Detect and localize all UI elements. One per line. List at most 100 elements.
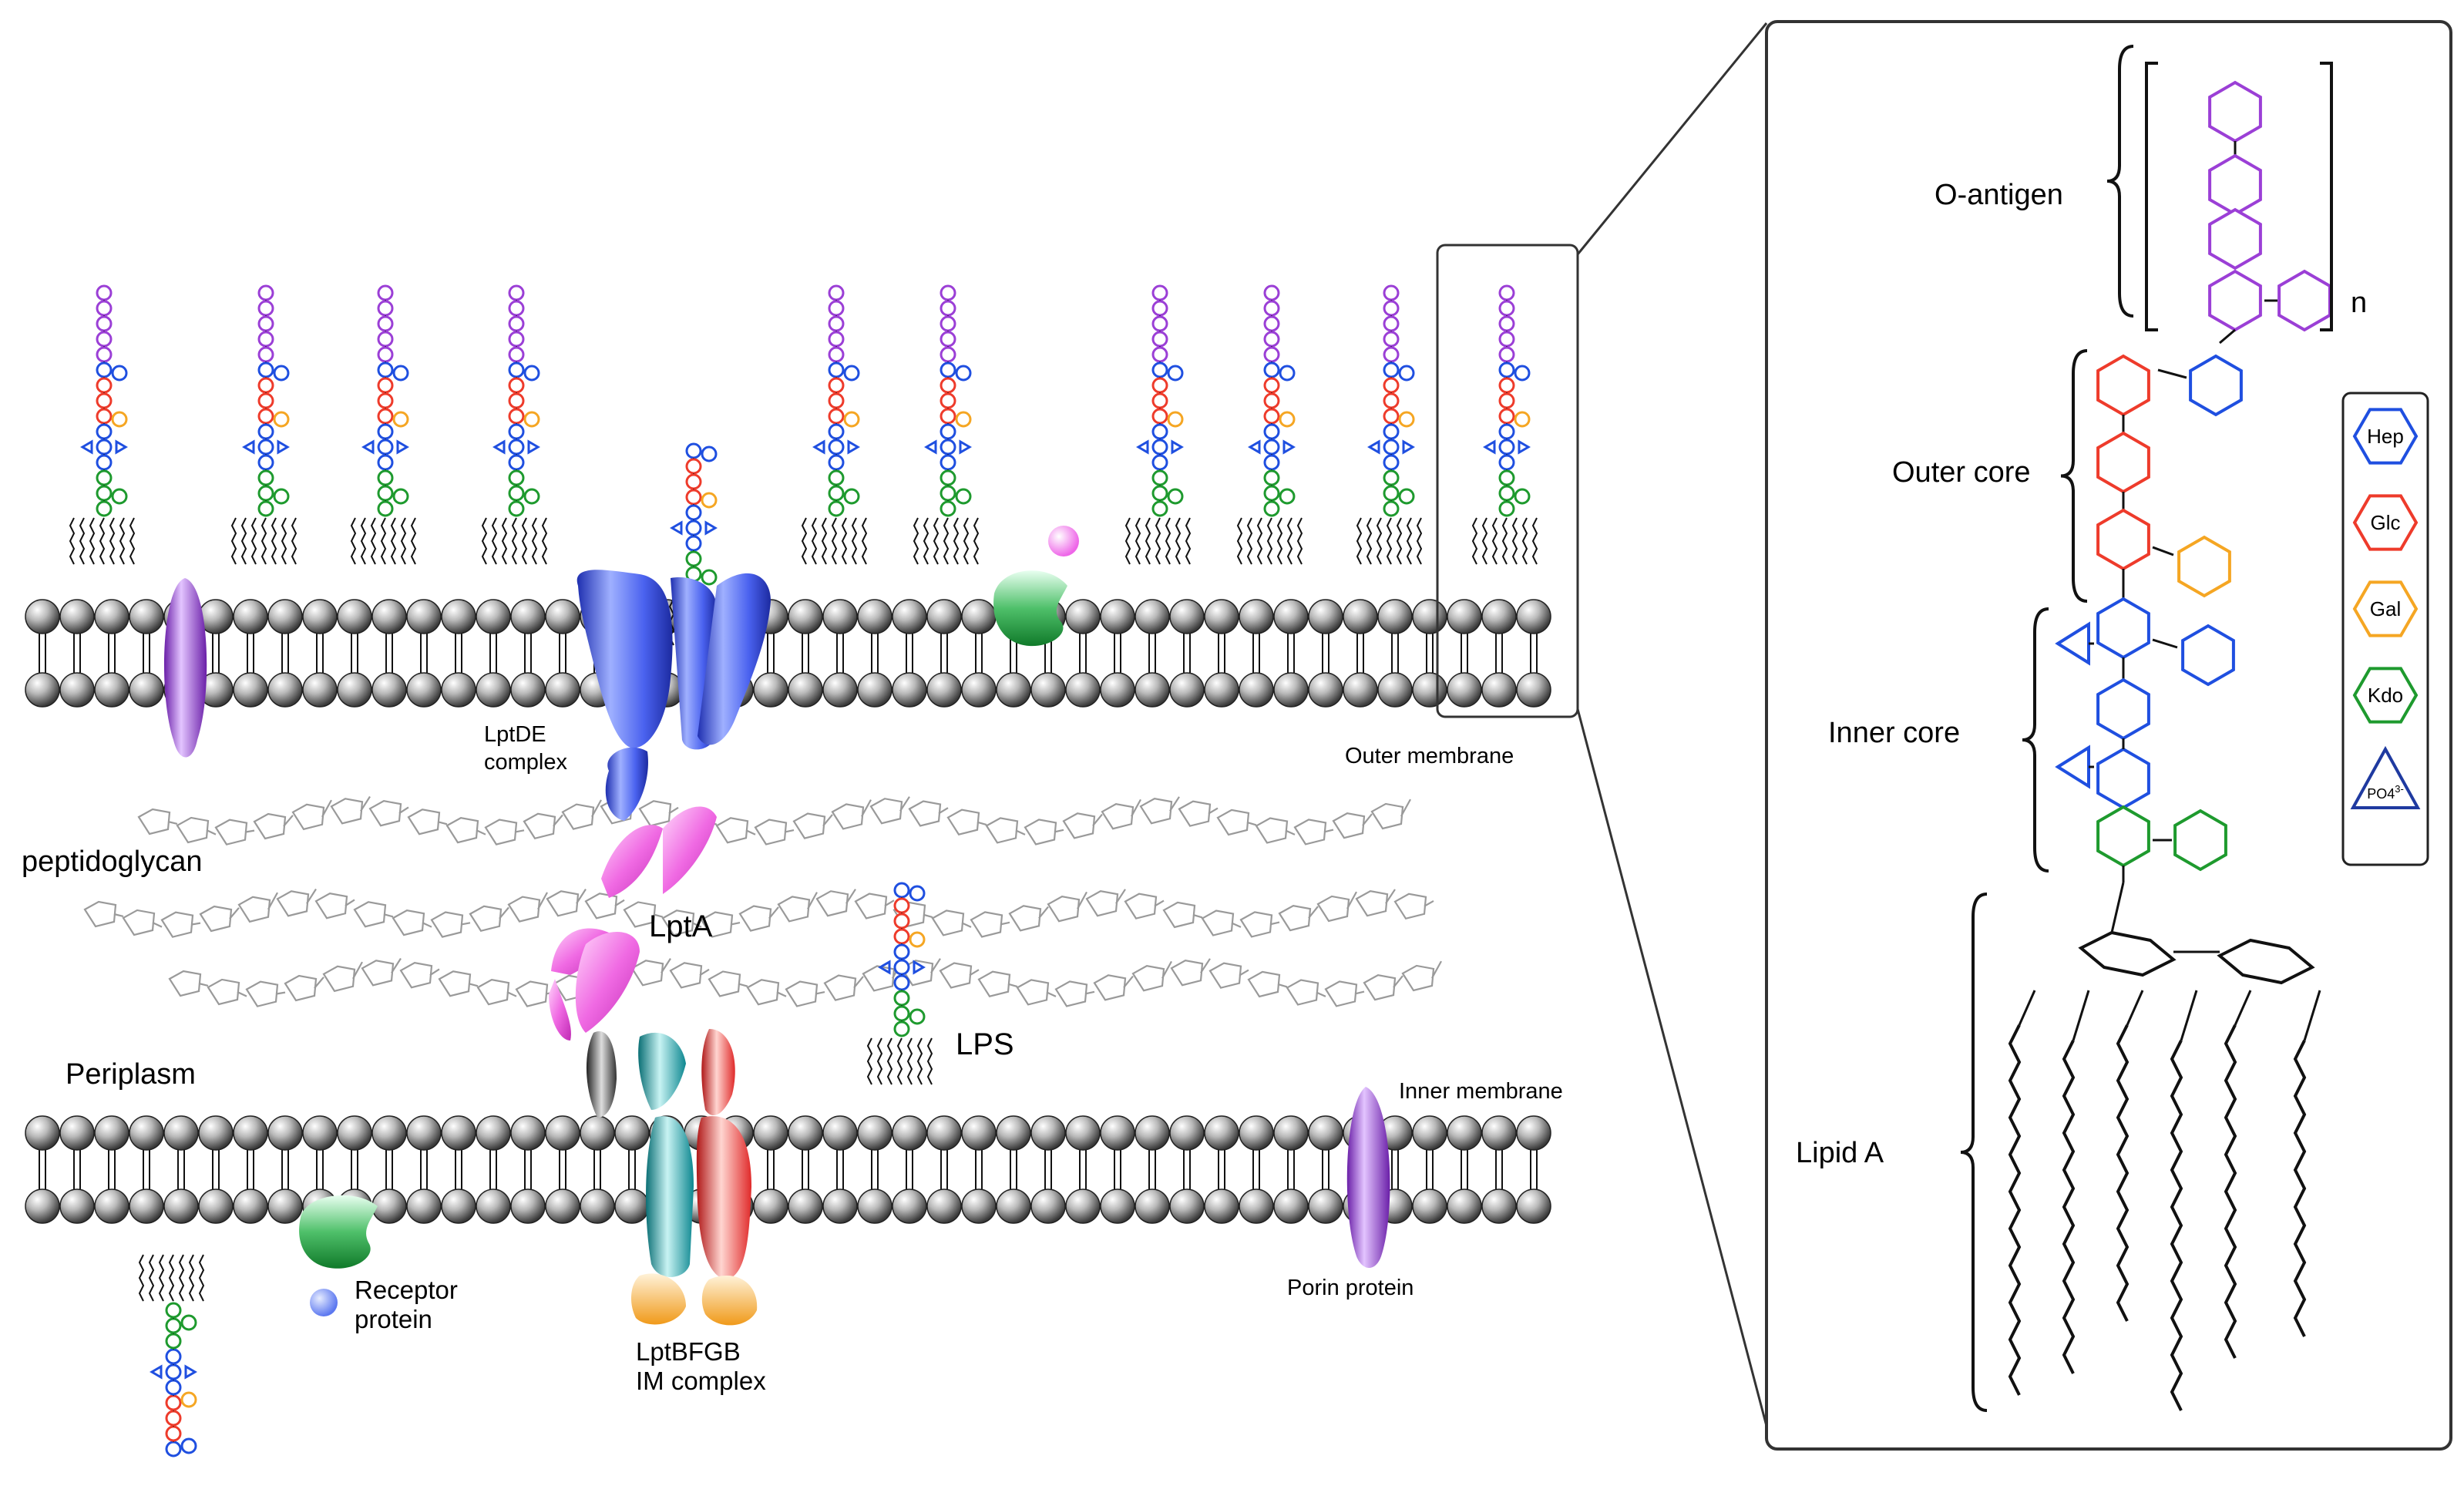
phosphate xyxy=(878,960,891,975)
lipid-head xyxy=(614,1115,650,1151)
phosphate xyxy=(115,439,128,455)
branch-sugar xyxy=(111,411,128,428)
lipid-head xyxy=(510,1115,546,1151)
lps-molecule xyxy=(801,284,868,565)
lipid-head xyxy=(441,1188,476,1224)
lps-molecule xyxy=(138,1254,205,1457)
glc-sugar xyxy=(893,913,910,930)
lipid-head xyxy=(1030,1115,1066,1151)
lipid-head xyxy=(129,1188,164,1224)
phosphate xyxy=(913,960,926,975)
pg-unit xyxy=(1239,911,1273,938)
pg-unit xyxy=(253,812,287,840)
o-sugar xyxy=(257,300,274,317)
pg-unit xyxy=(746,979,780,1006)
lipid-head xyxy=(926,672,962,708)
lipid-head xyxy=(545,1188,580,1224)
o-sugar xyxy=(940,346,956,363)
o-sugar xyxy=(96,346,113,363)
branch-sugar xyxy=(1514,488,1531,505)
phosphate xyxy=(277,439,290,455)
lipid-head xyxy=(857,672,892,708)
branch-sugar xyxy=(273,411,290,428)
pg-unit xyxy=(1008,905,1042,932)
brace xyxy=(2022,607,2049,872)
kdo-sugar xyxy=(1383,500,1400,517)
phosphate xyxy=(184,1364,197,1380)
glc-sugar xyxy=(1498,377,1515,394)
lipid-head xyxy=(1412,1188,1447,1224)
pg-unit xyxy=(1054,980,1088,1007)
o-sugar xyxy=(1383,284,1400,301)
branch-sugar xyxy=(843,365,860,382)
label-outer-membrane: Outer membrane xyxy=(1345,744,1514,768)
pg-unit xyxy=(137,808,171,835)
o-sugar xyxy=(1263,315,1280,332)
pg-unit xyxy=(715,817,749,844)
lipid-head xyxy=(1135,672,1170,708)
lipid-head xyxy=(476,599,511,634)
hep-sugar xyxy=(1383,439,1400,456)
acyl-chain xyxy=(2008,1024,2022,1396)
pg-unit xyxy=(946,809,980,835)
pg-unit xyxy=(854,893,888,920)
pg-unit xyxy=(1093,974,1127,1001)
label-inner-membrane: Inner membrane xyxy=(1399,1079,1563,1104)
lipid-head xyxy=(961,1115,997,1151)
hep-sugar xyxy=(257,454,274,471)
kdo-sugar xyxy=(1151,485,1168,502)
kdo-sugar xyxy=(96,500,113,517)
kdo-sugar xyxy=(1498,485,1515,502)
o-sugar xyxy=(828,331,845,348)
label-porin-protein: Porin protein xyxy=(1287,1276,1414,1300)
hep-sugar xyxy=(828,423,845,440)
branch-sugar xyxy=(843,411,860,428)
lipid-head xyxy=(1204,1115,1239,1151)
hep-sugar xyxy=(377,454,394,471)
hep-sugar xyxy=(685,442,702,459)
branch-sugar xyxy=(1398,365,1415,382)
lipid-head xyxy=(1516,1115,1551,1151)
lipid-head xyxy=(406,599,442,634)
hep-sugar xyxy=(2096,677,2150,741)
lipid-head xyxy=(337,599,372,634)
lps-molecule xyxy=(1471,284,1538,565)
branch-sugar xyxy=(955,411,972,428)
lipid-head xyxy=(406,1188,442,1224)
lipid-head xyxy=(1516,1188,1551,1224)
kdo-sugar xyxy=(828,485,845,502)
lipid-head xyxy=(1516,599,1551,634)
pg-unit xyxy=(1324,980,1358,1007)
hep-sugar xyxy=(2189,354,2243,417)
pg-unit xyxy=(823,974,857,1001)
lipid-head xyxy=(1204,672,1239,708)
glc-sugar xyxy=(685,473,702,490)
phosphate xyxy=(924,439,937,455)
pg-unit xyxy=(1085,890,1119,917)
porin-protein-inner xyxy=(1346,1087,1390,1268)
lipid-head xyxy=(406,1115,442,1151)
lps-molecule xyxy=(1356,284,1423,565)
brace xyxy=(2106,45,2134,318)
o-antigen-sugar xyxy=(2208,153,2262,217)
lps-molecule xyxy=(913,284,980,565)
phosphate xyxy=(361,439,375,455)
o-sugar xyxy=(1498,346,1515,363)
phosphate xyxy=(150,1364,163,1380)
hep-sugar xyxy=(508,439,525,456)
o-sugar xyxy=(828,315,845,332)
kdo-sugar xyxy=(508,469,525,486)
lipid-head xyxy=(129,1115,164,1151)
hep-sugar xyxy=(1263,423,1280,440)
phosphate xyxy=(527,439,540,455)
o-sugar xyxy=(1151,331,1168,348)
lipid-head xyxy=(1447,672,1482,708)
lipid-head xyxy=(753,672,788,708)
outer-membrane xyxy=(25,599,1551,708)
lipid-head xyxy=(371,599,407,634)
branch-sugar xyxy=(701,569,718,586)
lipid-head xyxy=(1239,1115,1274,1151)
lipid-head xyxy=(1481,1115,1517,1151)
pg-unit xyxy=(1016,979,1050,1006)
pg-unit xyxy=(523,812,556,840)
